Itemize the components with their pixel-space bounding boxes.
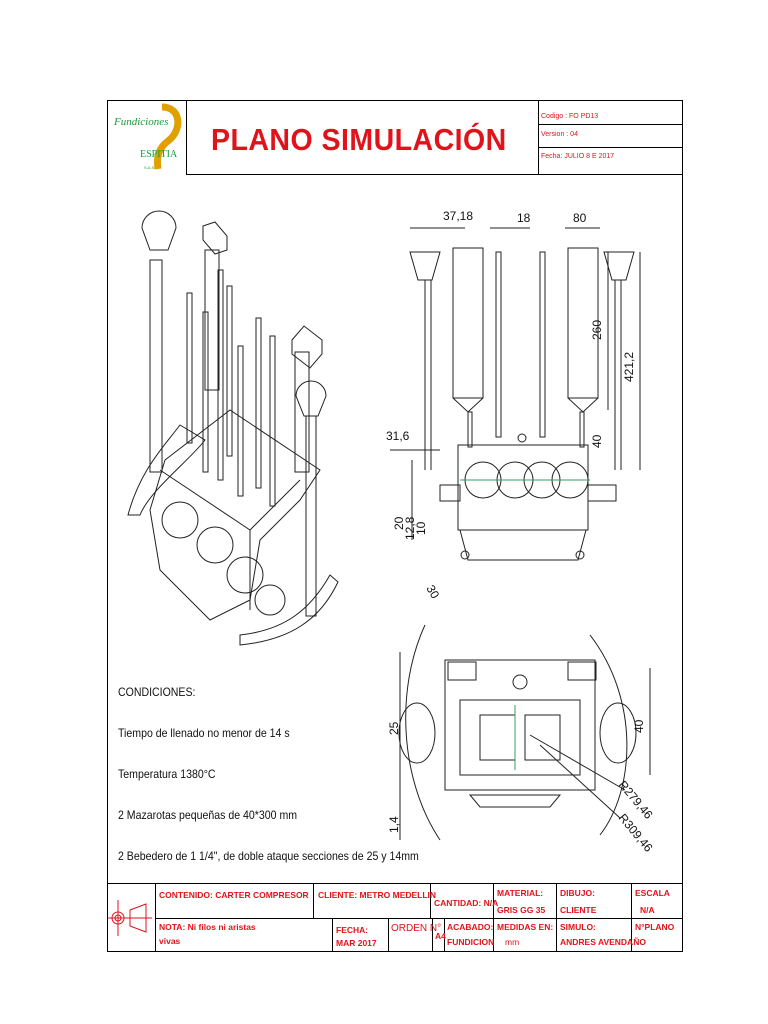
dim-20: 20 (392, 516, 406, 530)
drawing-frame (107, 100, 683, 952)
dibujo-label: DIBUJO: (560, 888, 595, 898)
iso-view (127, 210, 339, 646)
condition-item: 2 Bebedero de 1 1/4", de doble ataque se… (118, 849, 419, 863)
medidas-label: MEDIDAS EN: (497, 922, 554, 932)
version-text: Version : 04 (541, 131, 578, 138)
meta-divider (538, 100, 539, 174)
tb-divider (430, 883, 431, 918)
dim-30: 30 (423, 583, 442, 602)
logo-divider (186, 100, 187, 174)
simulo-label: SIMULO: (560, 922, 596, 932)
title-block-mid (155, 918, 683, 919)
dibujo-value: CLIENTE (560, 905, 597, 915)
tb-divider (388, 918, 389, 952)
dim-260: 260 (590, 320, 604, 340)
fecha-value: MAR 2017 (336, 938, 377, 948)
header-bottom-line (186, 174, 683, 175)
medidas-value: mm (505, 937, 520, 947)
tb-divider (444, 918, 445, 952)
dim-25: 25 (387, 721, 401, 735)
dim-421-2: 421,2 (622, 352, 636, 382)
nota-line-2: vivas (159, 936, 181, 946)
simulo-value: ANDRES AVENDAÑO (560, 937, 646, 947)
logo-text-top: Fundiciones (113, 116, 168, 128)
fecha-label: FECHA: (336, 925, 369, 935)
tb-divider (631, 883, 632, 952)
logo-text-bottom: ESPITIA (140, 149, 178, 160)
dim-12-8: 12,8 (403, 516, 417, 540)
acabado-label: ACABADO: (447, 922, 494, 932)
bottom-view (398, 624, 651, 841)
title-block-top (107, 883, 683, 884)
escala-value: N/A (640, 905, 655, 915)
tb-divider (313, 883, 314, 918)
nota-line-1: NOTA: Ni filos ni aristas (159, 922, 256, 932)
cantidad-cell: CANTIDAD: N/A (434, 898, 499, 908)
condition-item: Tiempo de llenado no menor de 14 s (118, 726, 290, 740)
dim-37-18: 37,18 (443, 209, 473, 223)
logo-text-small: S.A.S (144, 165, 155, 170)
cliente-cell: CLIENTE: METRO MEDELLIN (318, 890, 437, 900)
company-logo: Fundiciones ESPITIA S.A.S (110, 103, 185, 173)
dim-80: 80 (573, 211, 587, 225)
meta-line-2 (538, 147, 683, 148)
dim-40-front: 40 (590, 434, 604, 448)
codigo-text: Codigo : FO PD13 (541, 113, 599, 120)
tb-divider (155, 883, 156, 952)
tb-divider (556, 883, 557, 952)
material-label: MATERIAL: (497, 888, 544, 898)
meta-line-1 (538, 124, 683, 125)
acabado-value: FUNDICION (447, 937, 495, 947)
dim-40-bottom: 40 (632, 719, 646, 733)
escala-label: ESCALA (635, 888, 670, 898)
fecha-meta-text: Fecha: JULIO 8 E 2017 (541, 153, 615, 160)
orden-cell: ORDEN N° (391, 923, 442, 934)
dim-1-4: 1,4 (387, 816, 401, 833)
dim-18: 18 (517, 211, 531, 225)
contenido-cell: CONTENIDO: CARTER COMPRESOR (159, 890, 309, 900)
nplano-cell: N°PLANO (635, 922, 675, 932)
condition-item: Temperatura 1380°C (118, 767, 216, 781)
conditions-heading: CONDICIONES: (118, 685, 196, 699)
dim-31-6: 31,6 (386, 429, 410, 443)
page-title: PLANO SIMULACIÓN (211, 122, 507, 157)
tb-divider (432, 918, 433, 952)
tb-divider (332, 918, 333, 952)
material-value: GRIS GG 35 (497, 905, 546, 915)
tb-divider (493, 883, 494, 952)
condition-item: 2 Mazarotas pequeñas de 40*300 mm (118, 808, 298, 822)
dim-10: 10 (414, 521, 428, 535)
front-view (390, 227, 641, 561)
a4-cell: A4 (435, 931, 446, 941)
